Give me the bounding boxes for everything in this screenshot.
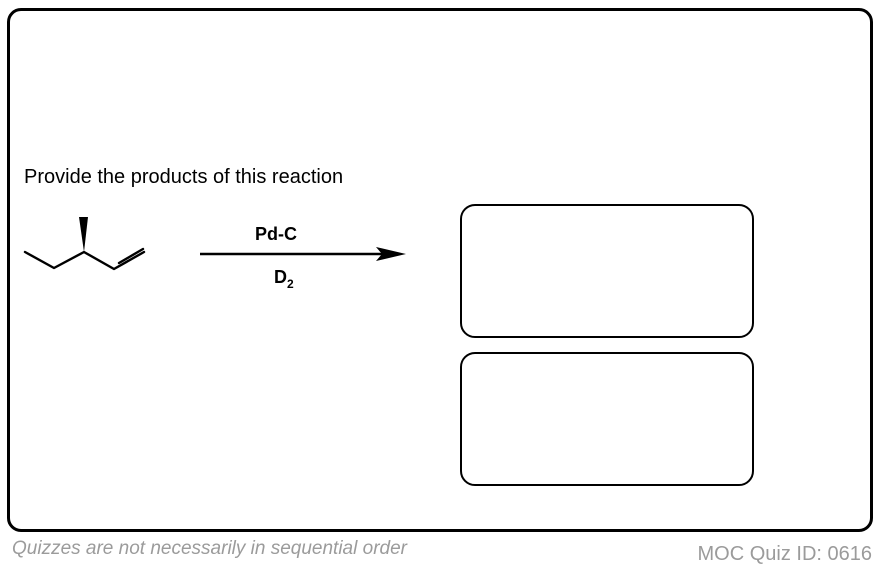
footer-note: Quizzes are not necessarily in sequentia… — [12, 538, 407, 559]
wedge-bond-methyl — [79, 217, 88, 252]
quiz-id-label: MOC Quiz ID: 0616 — [697, 543, 872, 565]
carbon-chain — [23, 250, 146, 271]
product-answer-box-1[interactable] — [460, 204, 754, 338]
double-bond-line — [117, 247, 145, 265]
reagent-catalyst: Pd-C — [255, 224, 297, 244]
quiz-card — [7, 8, 873, 532]
question-prompt: Provide the products of this reaction — [24, 166, 344, 188]
reaction-arrow — [200, 247, 406, 261]
product-answer-box-2[interactable] — [460, 352, 754, 486]
reagent-deuterium: D2 — [274, 266, 294, 291]
reagent-deuterium-subscript: 2 — [287, 277, 294, 291]
arrow-head-icon — [376, 247, 406, 261]
reagent-deuterium-base: D — [274, 267, 287, 287]
reactant-structure — [23, 217, 146, 271]
